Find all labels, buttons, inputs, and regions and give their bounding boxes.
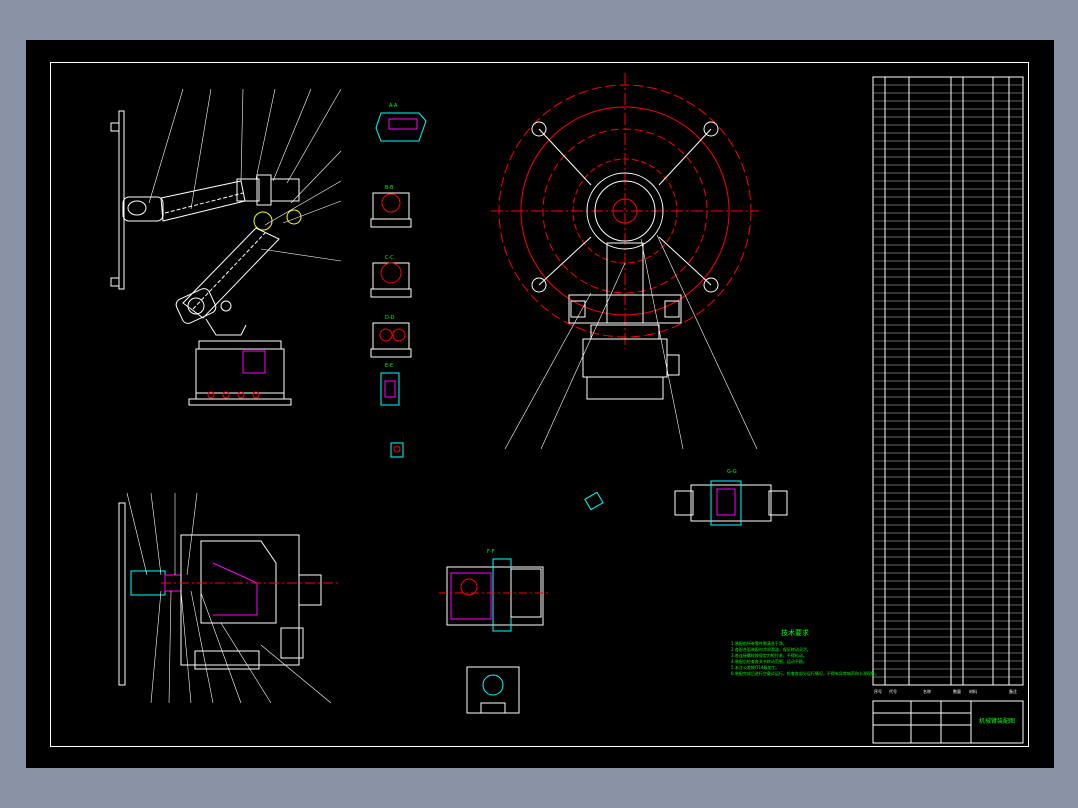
bom-header-qty: 数量 bbox=[953, 688, 961, 694]
title-block-title: 机械臂装配图 bbox=[979, 717, 1015, 725]
bom-header-material: 材料 bbox=[969, 688, 977, 694]
view-label-4: D-D bbox=[385, 315, 395, 321]
view-label-2: B-B bbox=[385, 185, 394, 191]
note-line-2: 2.各配合面装配时涂润滑油，保证转动灵活。 bbox=[731, 646, 811, 652]
bom-header-no: 序号 bbox=[874, 688, 882, 694]
note-line-6: 6.装配完成后进行空载试运行，检查各部分运行情况，不得有异常响声和卡滞现象。 bbox=[731, 670, 879, 676]
note-line-3: 3.各连接螺栓按规定力矩拧紧，不得松动。 bbox=[731, 652, 807, 658]
view-label-7: G-G bbox=[727, 469, 737, 475]
rotation-range-front-view bbox=[491, 73, 759, 400]
view-label-3: C-C bbox=[385, 255, 394, 261]
section-views-middle bbox=[370, 112, 427, 458]
view-label-5: E-E bbox=[385, 363, 393, 369]
drawing-sheet-border: 技术要求 1.装配前所有零件需清洗干净。 2.各配合面装配时涂润滑油，保证转动灵… bbox=[50, 62, 1029, 747]
joint-section-view bbox=[118, 502, 341, 686]
note-line-5: 5.未注公差按IT14级加工。 bbox=[731, 664, 780, 670]
leader-lines-front bbox=[504, 234, 758, 450]
cad-viewport[interactable]: 技术要求 1.装配前所有零件需清洗干净。 2.各配合面装配时涂润滑油，保证转动灵… bbox=[26, 40, 1054, 768]
leader-lines-top bbox=[148, 88, 342, 262]
bom-header-name: 名称 bbox=[923, 688, 931, 694]
note-line-4: 4.装配后检查各关节转动范围，运动平稳。 bbox=[731, 658, 807, 664]
view-label-1: A-A bbox=[389, 103, 398, 109]
assembly-drawing: 技术要求 1.装配前所有零件需清洗干净。 2.各配合面装配时涂润滑油，保证转动灵… bbox=[110, 73, 1024, 744]
title-block bbox=[872, 700, 1024, 744]
gear-section-view bbox=[439, 558, 551, 714]
note-line-1: 1.装配前所有零件需清洗干净。 bbox=[731, 640, 787, 646]
bom-header-remark: 备注 bbox=[1009, 688, 1017, 694]
leader-lines-bottom-left bbox=[126, 492, 332, 704]
bom-row-lines bbox=[873, 84, 1023, 678]
robot-arm-side-view bbox=[110, 110, 302, 406]
view-label-6: F-F bbox=[487, 549, 495, 555]
bom-header-code: 代号 bbox=[889, 688, 897, 694]
notes-title: 技术要求 bbox=[781, 628, 809, 637]
coupling-detail-views bbox=[584, 480, 788, 526]
